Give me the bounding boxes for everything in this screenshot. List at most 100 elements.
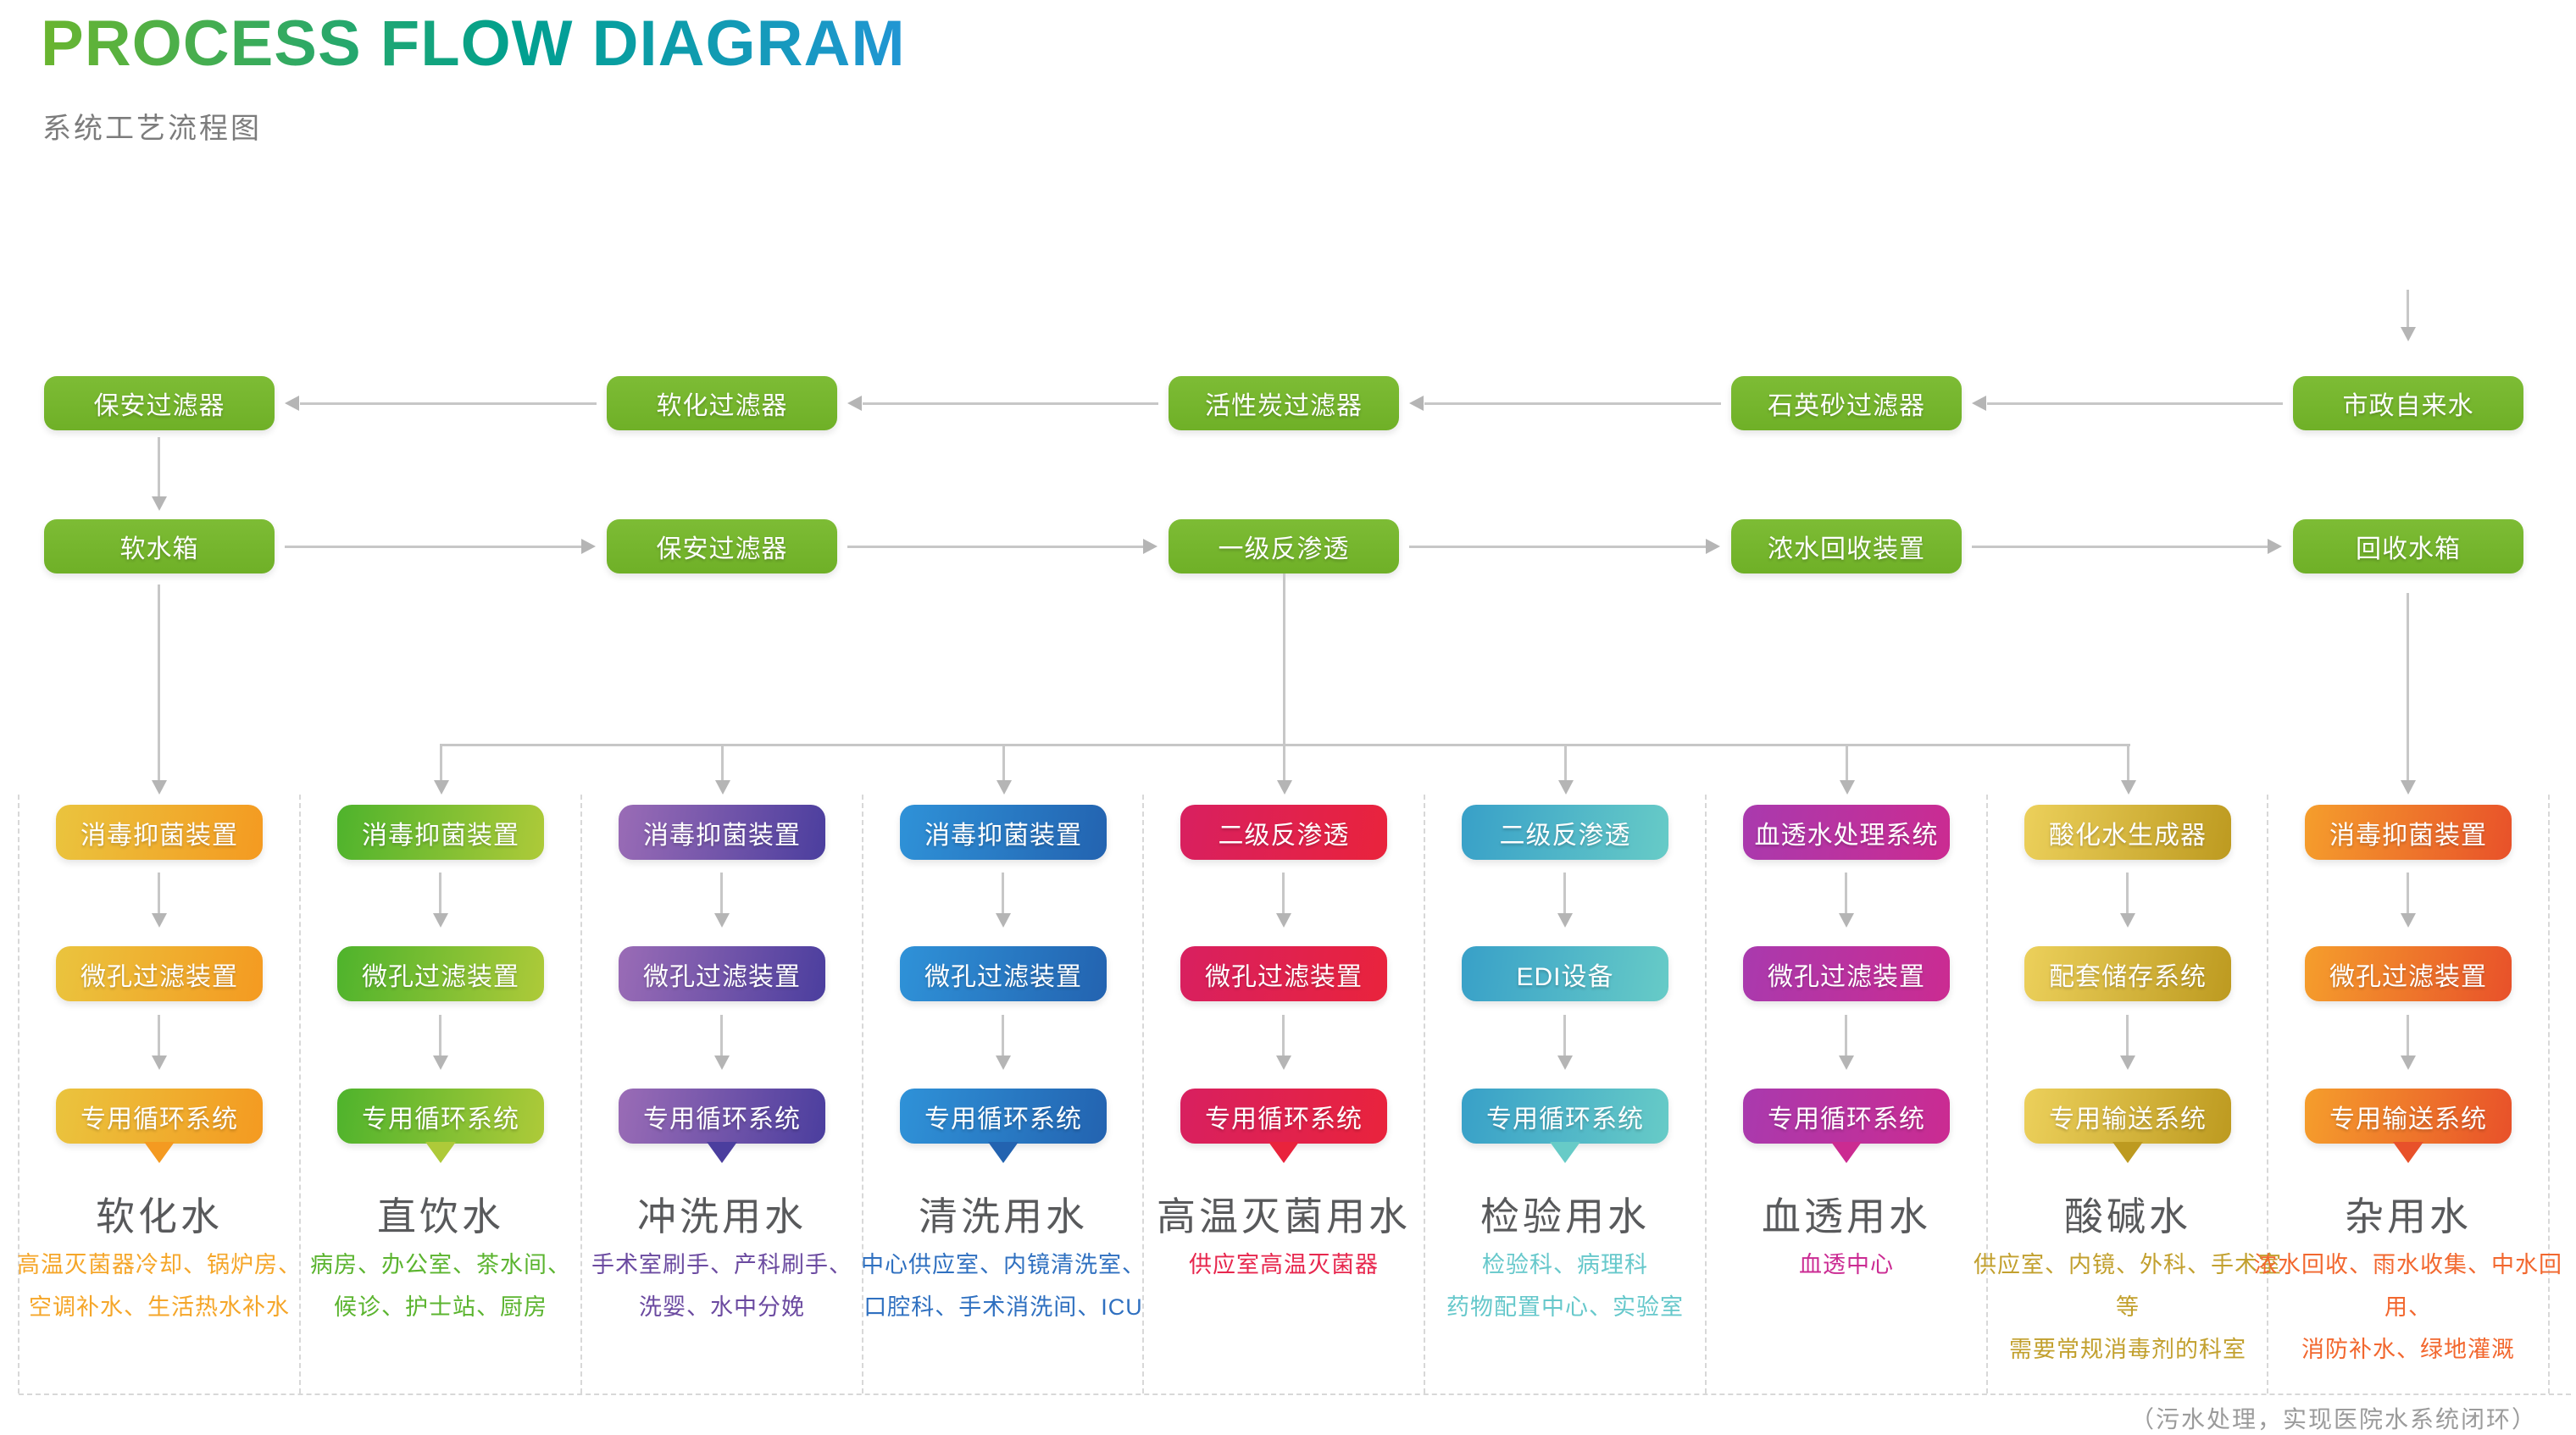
flow-arrowhead — [847, 396, 862, 411]
usage-description-line: 候诊、护士站、厨房 — [334, 1294, 547, 1320]
stage-line — [2126, 873, 2129, 913]
column-divider — [1142, 795, 1144, 1393]
node-quartz-sand-filter: 石英砂过滤器 — [1731, 376, 1962, 430]
stage-box: 专用循环系统 — [619, 1089, 825, 1144]
usage-description-line: 口腔科、手术消洗间、ICU — [863, 1294, 1143, 1320]
flow-line — [158, 437, 160, 496]
stage-line — [158, 1015, 160, 1055]
water-type-title: 冲洗用水 — [637, 1194, 807, 1238]
water-type-title: 高温灭菌用水 — [1157, 1194, 1411, 1238]
branch-arrowhead — [2121, 780, 2136, 795]
usage-description-line: 消防补水、绿地灌溉 — [2301, 1337, 2515, 1362]
stage-line — [1845, 873, 1847, 913]
usage-column-cleaning-water: 消毒抑菌装置 微孔过滤装置 专用循环系统 清洗用水 中心供应室、内镜清洗室、 口… — [861, 795, 1145, 1393]
stage-box: 二级反渗透 — [1180, 805, 1387, 860]
stage-box: 消毒抑菌装置 — [900, 805, 1107, 860]
stage-line — [1845, 1015, 1847, 1055]
stage-box: 血透水处理系统 — [1743, 805, 1950, 860]
usage-description: 供应室高温灭菌器 — [1126, 1244, 1441, 1286]
stage-arrowhead — [2401, 913, 2416, 928]
branch-drop-line — [440, 746, 442, 780]
usage-description-line: 药物配置中心、实验室 — [1446, 1294, 1684, 1320]
stage-line — [2407, 873, 2409, 913]
stage-arrowhead — [1276, 1055, 1291, 1070]
branch-drop-line — [1283, 746, 1285, 780]
flow-line — [1972, 546, 2268, 548]
usage-description-line: 供应室、内镜、外科、手术室等 — [1974, 1252, 2282, 1320]
flow-line — [1424, 402, 1721, 405]
water-type-title: 软化水 — [96, 1194, 223, 1238]
stage-arrowhead — [433, 1055, 448, 1070]
flow-arrowhead — [1972, 396, 1986, 411]
water-type-title: 杂用水 — [2345, 1194, 2472, 1238]
usage-column-softened-water: 消毒抑菌装置 微孔过滤装置 专用循环系统 软化水 高温灭菌器冷却、锅炉房、 空调… — [17, 795, 301, 1393]
usage-description: 供应室、内镜、外科、手术室等 需要常规消毒剂的科室 — [1970, 1244, 2285, 1371]
stage-box: 微孔过滤装置 — [2305, 946, 2512, 1001]
stage-arrowhead — [1276, 913, 1291, 928]
branch-arrowhead — [1277, 780, 1292, 795]
stage-box: 专用循环系统 — [1462, 1089, 1668, 1144]
feed-line — [2407, 593, 2409, 780]
usage-description: 病房、办公室、茶水间、 候诊、护士站、厨房 — [283, 1244, 598, 1328]
stage-line — [720, 1015, 723, 1055]
node-soft-water-tank: 软水箱 — [44, 519, 275, 573]
stage-line — [439, 1015, 441, 1055]
water-type-title: 血透用水 — [1762, 1194, 1931, 1238]
pointer-tail — [1831, 1142, 1862, 1163]
flow-line — [863, 402, 1158, 405]
stage-arrowhead — [714, 1055, 730, 1070]
branch-drop-line — [1564, 746, 1567, 780]
pointer-tail — [144, 1142, 175, 1163]
flow-line — [847, 546, 1143, 548]
usage-description-line: 手术室刷手、产科刷手、 — [591, 1252, 852, 1277]
feed-arrowhead — [152, 780, 167, 795]
node-security-filter-2: 保安过滤器 — [607, 519, 837, 573]
inlet-line — [2407, 290, 2409, 327]
usage-description: 高温灭菌器冷却、锅炉房、 空调补水、生活热水补水 — [2, 1244, 317, 1328]
usage-column-rinsing-water: 消毒抑菌装置 微孔过滤装置 专用循环系统 冲洗用水 手术室刷手、产科刷手、 洗婴… — [581, 795, 863, 1393]
stage-box: 消毒抑菌装置 — [619, 805, 825, 860]
stage-line — [2407, 1015, 2409, 1055]
stage-box: 专用循环系统 — [56, 1089, 263, 1144]
stage-box: 专用循环系统 — [1180, 1089, 1387, 1144]
branch-drop-line — [2127, 746, 2129, 780]
usage-description: 手术室刷手、产科刷手、 洗婴、水中分娩 — [564, 1244, 880, 1328]
usage-description-line: 血透中心 — [1799, 1252, 1894, 1277]
stage-line — [720, 873, 723, 913]
branch-arrowhead — [1840, 780, 1855, 795]
node-softening-filter: 软化过滤器 — [607, 376, 837, 430]
pointer-tail — [2393, 1142, 2423, 1163]
usage-column-miscellaneous-water: 消毒抑菌装置 微孔过滤装置 专用输送系统 杂用水 浓水回收、雨水收集、中水回用、… — [2254, 795, 2562, 1393]
water-type-title: 检验用水 — [1480, 1194, 1650, 1238]
usage-description-line: 病房、办公室、茶水间、 — [310, 1252, 571, 1277]
flow-arrowhead — [1143, 539, 1158, 554]
branch-arrowhead — [997, 780, 1012, 795]
column-divider — [2267, 795, 2268, 1393]
stage-arrowhead — [1839, 913, 1854, 928]
flow-line — [1409, 546, 1706, 548]
pointer-tail — [2112, 1142, 2143, 1163]
node-first-stage-ro: 一级反渗透 — [1169, 519, 1399, 573]
stage-arrowhead — [152, 913, 167, 928]
usage-description: 中心供应室、内镜清洗室、 口腔科、手术消洗间、ICU — [846, 1244, 1161, 1328]
stage-arrowhead — [433, 913, 448, 928]
usage-description: 浓水回收、雨水收集、中水回用、 消防补水、绿地灌溉 — [2251, 1244, 2566, 1371]
stage-line — [1563, 873, 1566, 913]
node-municipal-tap-water: 市政自来水 — [2293, 376, 2523, 430]
stage-box: 消毒抑菌装置 — [56, 805, 263, 860]
column-divider — [580, 795, 582, 1393]
stage-box: 二级反渗透 — [1462, 805, 1668, 860]
stage-line — [1563, 1015, 1566, 1055]
flow-line — [300, 402, 597, 405]
node-concentrate-recovery: 浓水回收装置 — [1731, 519, 1962, 573]
usage-description-line: 供应室高温灭菌器 — [1189, 1252, 1379, 1277]
usage-column-acid-alkaline-water: 酸化水生成器 配套储存系统 专用输送系统 酸碱水 供应室、内镜、外科、手术室等 … — [1974, 795, 2281, 1393]
stage-arrowhead — [2401, 1055, 2416, 1070]
stage-box: 专用输送系统 — [2305, 1089, 2512, 1144]
stage-arrowhead — [996, 1055, 1011, 1070]
stage-box: 微孔过滤装置 — [900, 946, 1107, 1001]
column-divider — [299, 795, 301, 1393]
branch-bus-line — [440, 744, 2130, 746]
stage-line — [439, 873, 441, 913]
